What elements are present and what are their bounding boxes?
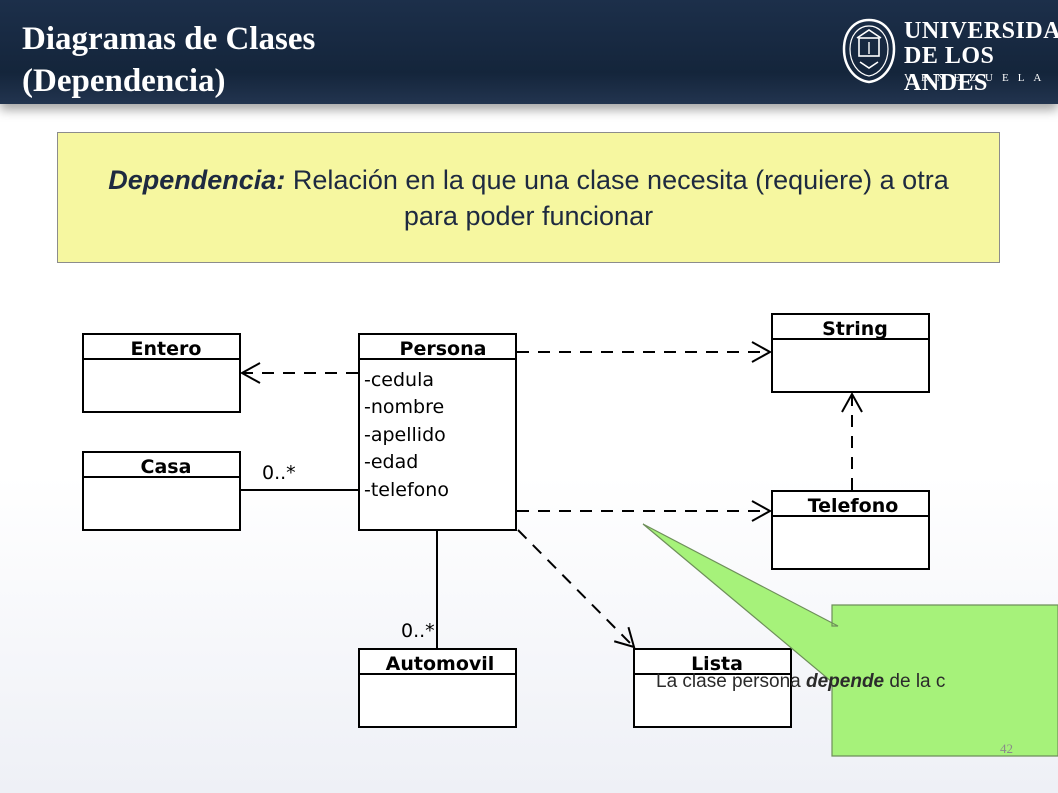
class-casa: Casa [82,451,241,531]
persona-attribute: -nombre [364,396,444,418]
page-number: 42 [1000,741,1013,756]
multiplicity-casa: 0..* [262,462,296,484]
callout-text: La clase persona depende de la c [656,671,1058,697]
slide-title-line1: Diagramas de Clases [22,21,316,57]
slide-title: Diagramas de Clases (Dependencia) [22,18,315,102]
callout-text-emphasis: depende [806,671,885,692]
slide-header: Diagramas de Clases (Dependencia) UNIVER… [0,0,1058,104]
class-automovil: Automovil [358,648,517,728]
class-telefono-name: Telefono [808,495,899,517]
definition-term: Dependencia: [108,164,286,195]
multiplicity-automovil: 0..* [401,620,435,642]
persona-attribute: -edad [364,451,418,473]
class-string: String [771,313,930,393]
definition-body: Relación en la que una clase necesita (r… [285,164,949,231]
persona-attribute: -telefono [364,479,449,501]
class-lista-name: Lista [691,653,743,675]
definition-text: Dependencia: Relación en la que una clas… [104,162,954,234]
callout-shape [642,523,1058,757]
class-telefono: Telefono [771,490,930,570]
callout-text-prefix: La clase persona [656,671,806,692]
definition-box: Dependencia: Relación en la que una clas… [57,132,1000,263]
class-entero-name: Entero [131,338,202,360]
class-entero: Entero [82,333,241,413]
class-string-name: String [822,318,888,340]
class-lista: Lista [633,648,792,728]
slide-title-line2: (Dependencia) [22,63,226,99]
class-casa-name: Casa [141,456,192,478]
callout-text-suffix: de la c [884,671,946,692]
class-persona: Persona -cedula -nombre -apellido -edad … [358,333,517,531]
dependency-persona-lista [517,529,636,649]
logo-text-line3: VENEZUELA [904,72,1051,84]
logo-text-line2: DE LOS ANDES [904,43,995,96]
university-seal-icon [842,18,896,84]
class-persona-name: Persona [400,338,487,360]
persona-attribute: -cedula [364,369,434,391]
class-automovil-name: Automovil [386,653,495,675]
persona-attribute: -apellido [364,424,446,446]
